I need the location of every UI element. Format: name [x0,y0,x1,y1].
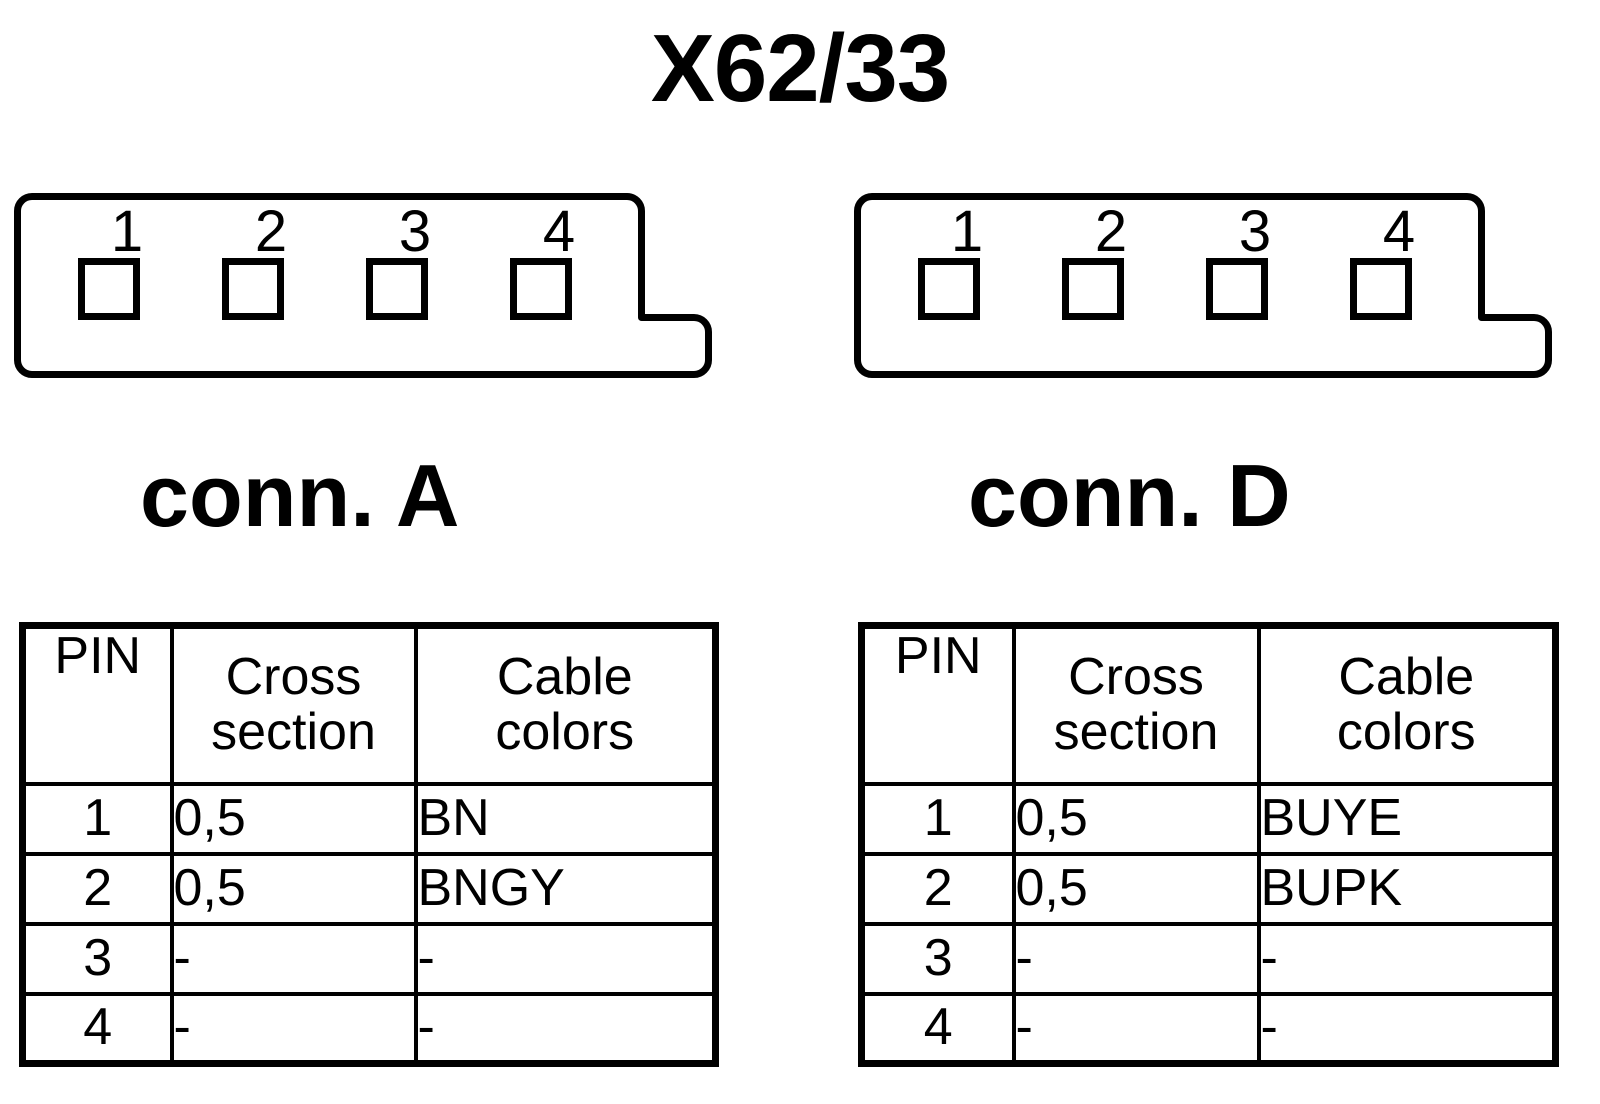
column-header-colors: Cable colors [1256,623,1558,786]
connector-label-d: conn. D [968,446,1291,545]
connector-label-a: conn. A [140,446,460,545]
pin-number-d-2: 2 [1094,199,1128,264]
pin-number-a-3: 3 [398,199,432,264]
column-header-pin: PIN [859,623,1016,786]
column-header-colors: Cable colors [413,623,718,786]
cell-cross: 0,5 [1011,851,1261,926]
cell-cross: - [1011,991,1261,1066]
pin-table-d: PIN Cross section Cable colors 1 0,5 BUY… [858,622,1559,1067]
cell-cross: - [1011,921,1261,996]
table-row: 4 - - [20,991,718,1066]
table-row: 1 0,5 BUYE [859,781,1558,856]
cell-pin: 1 [20,781,174,856]
pin-socket-a-4[interactable] [510,258,572,320]
pin-socket-d-1[interactable] [918,258,980,320]
column-header-cross: Cross section [169,623,418,786]
pin-number-d-4: 4 [1382,199,1416,264]
connector-housing-d: 1 2 3 4 [854,193,1554,383]
cell-colors: BUPK [1256,851,1558,926]
pin-socket-d-3[interactable] [1206,258,1268,320]
table-row: 2 0,5 BNGY [20,851,718,926]
cell-pin: 4 [20,991,174,1066]
cell-pin: 2 [859,851,1016,926]
page-title: X62/33 [650,15,950,122]
pin-socket-a-3[interactable] [366,258,428,320]
pin-number-a-4: 4 [542,199,576,264]
cell-colors: BNGY [413,851,718,926]
cell-pin: 2 [20,851,174,926]
pin-number-a-2: 2 [254,199,288,264]
table-row: 1 0,5 BN [20,781,718,856]
pin-socket-a-1[interactable] [78,258,140,320]
cell-cross: - [169,991,418,1066]
cell-colors: - [1256,921,1558,996]
pin-number-a-1: 1 [110,199,144,264]
cell-cross: - [169,921,418,996]
cell-colors: BUYE [1256,781,1558,856]
cell-cross: 0,5 [169,781,418,856]
cell-cross: 0,5 [1011,781,1261,856]
cell-pin: 4 [859,991,1016,1066]
pin-number-d-3: 3 [1238,199,1272,264]
table-header-row: PIN Cross section Cable colors [859,623,1558,786]
connector-outline-a [14,193,712,378]
pin-socket-a-2[interactable] [222,258,284,320]
pin-socket-d-2[interactable] [1062,258,1124,320]
pin-table-a: PIN Cross section Cable colors 1 0,5 BN … [19,622,719,1067]
connector-housing-a: 1 2 3 4 [14,193,714,383]
cell-cross: 0,5 [169,851,418,926]
cell-colors: - [413,921,718,996]
column-header-pin: PIN [20,623,174,786]
connector-outline-d [854,193,1552,378]
cell-pin: 3 [859,921,1016,996]
column-header-cross: Cross section [1011,623,1261,786]
pin-socket-d-4[interactable] [1350,258,1412,320]
table-row: 3 - - [20,921,718,996]
cell-colors: BN [413,781,718,856]
table-header-row: PIN Cross section Cable colors [20,623,718,786]
cell-pin: 3 [20,921,174,996]
table-row: 3 - - [859,921,1558,996]
cell-colors: - [413,991,718,1066]
pin-number-d-1: 1 [950,199,984,264]
table-row: 2 0,5 BUPK [859,851,1558,926]
table-row: 4 - - [859,991,1558,1066]
cell-pin: 1 [859,781,1016,856]
cell-colors: - [1256,991,1558,1066]
